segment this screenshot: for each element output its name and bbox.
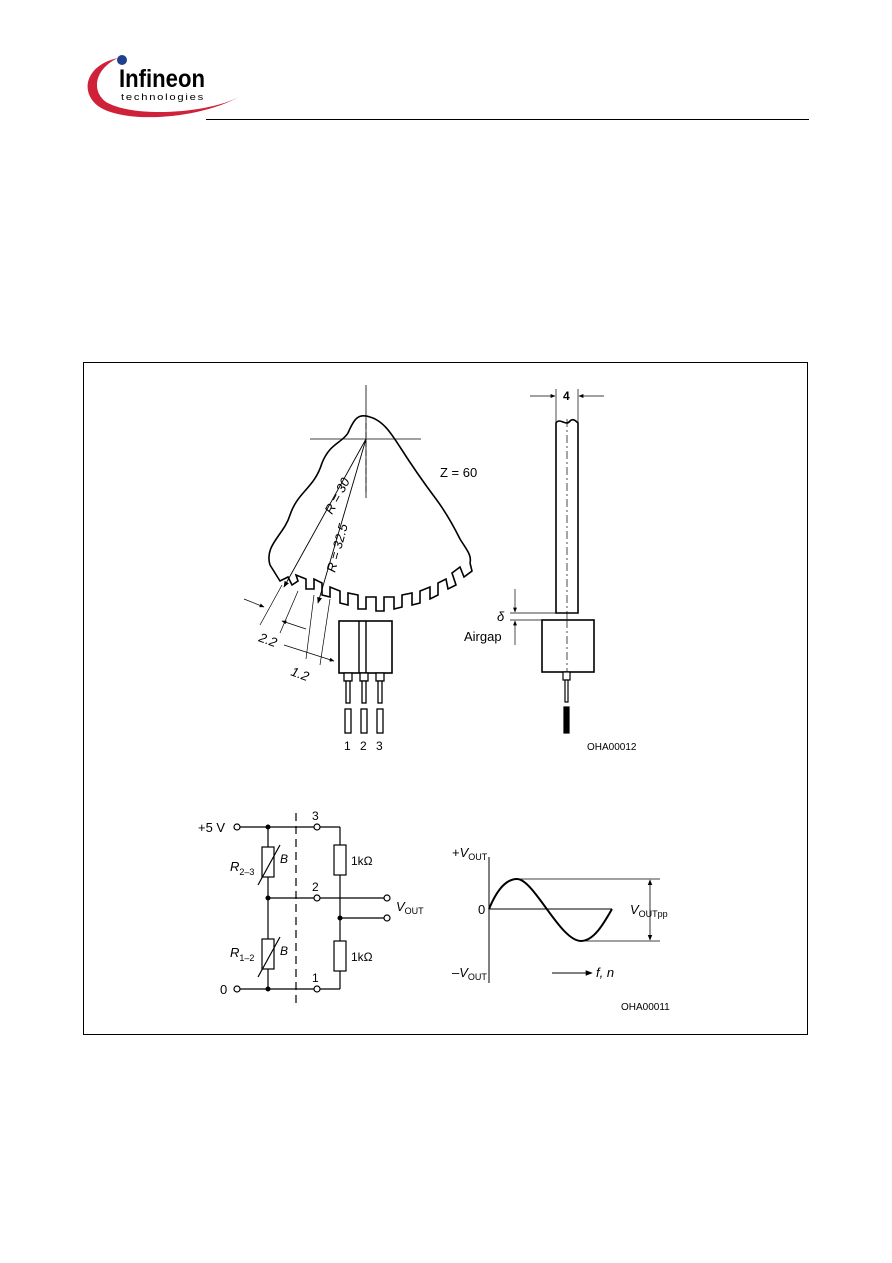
circuit-diagram [233,813,391,1005]
resistor-r23 [261,846,275,878]
dim-tooth-label: 2.2 [256,629,280,650]
dim-gap-label: 1.2 [289,664,312,685]
node-2-label: 2 [312,880,319,894]
resistor-r12 [261,938,275,970]
infineon-logo: Infineon technologies [87,55,241,118]
terminal-node-1 [313,985,321,993]
r12-main: R [230,945,239,960]
pin-label-3: 3 [376,739,383,753]
vout-label: VOUT [396,899,424,916]
circuit-junctions [265,824,343,992]
terminal-node-3 [313,823,321,831]
sensor-side-neck [562,671,571,681]
vout-negative-label: –VOUT [452,965,487,982]
width-label: 4 [563,389,570,403]
upper-resistor-value: 1kΩ [351,854,373,868]
terminal-ground [233,985,241,993]
r23-main: R [230,859,239,874]
logo-brand-name: Infineon [119,65,205,93]
header-rule [206,119,809,120]
terminal-vout-b [383,914,391,922]
radius-outer-label: R = 30 [321,475,353,517]
vout-negative-sign: – [452,965,460,980]
resistor-upper-1k [333,844,347,876]
logo-brand-sub: technologies [121,92,205,103]
gear-teeth [269,562,473,612]
airgap-label: Airgap [464,629,502,644]
vout-pp-main: V [630,902,640,917]
sensor-body-side [541,619,595,673]
r12-sub: 1–2 [239,953,254,963]
teeth-count-label: Z = 60 [440,465,477,480]
r23-field-slash [257,844,281,886]
dim-ext-1 [259,584,283,626]
node-1-label: 1 [312,971,319,985]
sensor-pins [343,672,385,734]
terminal-node-2 [313,894,321,902]
vout-positive-sign: + [452,845,460,860]
dim-ext-4 [319,598,331,666]
waveform-zero-label: 0 [478,902,485,917]
dim-gap-line [283,644,335,662]
vout-positive-label: +VOUT [452,845,488,862]
logo-swoosh [87,58,241,118]
figure-frame: R = 30 R = 32.5 Z = 60 2.2 1.2 1 2 3 [83,362,808,1035]
ground-label: 0 [220,982,227,997]
r12-field-label: B [280,944,288,958]
sensor-side-pin-upper [564,679,569,703]
vout-negative-main: V [459,965,469,980]
r23-field-label: B [280,852,288,866]
resistor-lower-1k [333,940,347,972]
vout-pp-sub: OUTpp [639,909,668,919]
vout-main: V [396,899,406,914]
r12-label: R1–2 [230,945,254,963]
dim-tooth-arrow-2 [281,620,307,630]
figure-drawing: R = 30 R = 32.5 Z = 60 2.2 1.2 1 2 3 [198,385,670,1013]
airgap-symbol: δ [497,609,505,624]
vout-positive-sub: OUT [468,852,488,862]
lower-resistor-value: 1kΩ [351,950,373,964]
radius-line-outer [283,438,367,588]
vout-positive-main: V [460,845,470,860]
gear-break-outline [268,415,472,566]
waveform-plot [488,857,660,983]
sine-wave [488,877,613,943]
r12-field-slash [257,936,281,978]
node-3-label: 3 [312,809,319,823]
terminal-vout-a [383,894,391,902]
side-view-drawing: 4 δ Airgap OHA00012 [464,389,637,753]
dim-tooth-arrow [243,598,265,608]
pin-label-1: 1 [344,739,351,753]
waveform-drawing-code: OHA00011 [621,1002,670,1013]
supply-label: +5 V [198,820,225,835]
logo-dot [117,55,127,65]
radius-inner-label: R = 32.5 [323,521,351,573]
r23-sub: 2–3 [239,867,254,877]
pin-label-2: 2 [360,739,367,753]
sensor-side-pin-lower [563,706,570,734]
mechanical-drawing-code: OHA00012 [587,742,637,753]
terminal-supply [233,823,241,831]
vout-sub: OUT [405,906,425,916]
r23-label: R2–3 [230,859,254,877]
radius-line-inner [317,438,367,604]
dim-ext-2 [279,590,299,634]
gear-drawing: R = 30 R = 32.5 Z = 60 2.2 1.2 1 2 3 [243,385,477,753]
dim-ext-3 [305,594,315,660]
time-axis-label: f, n [596,965,614,980]
vout-negative-sub: OUT [468,972,488,982]
vout-pp-label: VOUTpp [630,902,668,919]
